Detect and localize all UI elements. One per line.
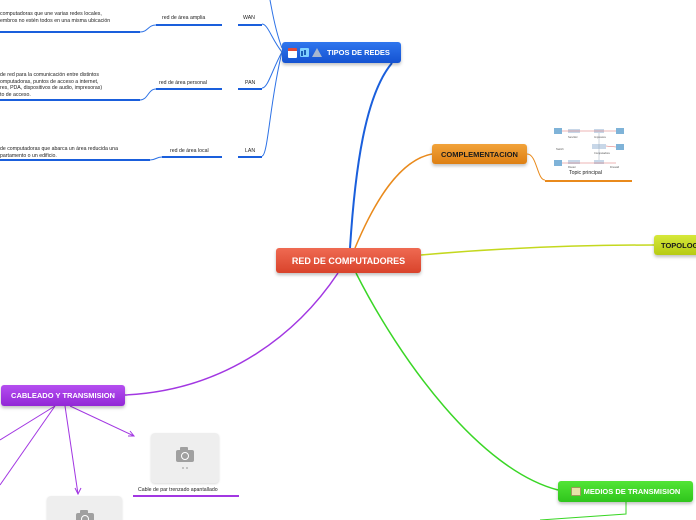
link-wan-desc xyxy=(139,24,157,33)
device-7 xyxy=(554,160,562,166)
pin-icon xyxy=(312,48,322,57)
topic-medios-de-transmision[interactable]: MEDIOS DE TRANSMISION xyxy=(558,481,693,502)
arrow-cable-child-4 xyxy=(128,430,136,437)
network-diagram-image[interactable]: Servidor Impresora Switch Computadora Ro… xyxy=(550,126,630,170)
image-placeholder-cable-2[interactable] xyxy=(47,496,122,520)
diagram-label-5: Firewall xyxy=(610,165,619,169)
link-cable-child-4 xyxy=(69,405,135,437)
camera-icon xyxy=(176,447,194,462)
topic-tipos-label: TIPOS DE REDES xyxy=(327,48,390,57)
link-cable-child-3 xyxy=(64,405,79,495)
camera-icon xyxy=(76,510,94,520)
device-8 xyxy=(568,160,580,164)
subtopic-pan[interactable]: PAN xyxy=(245,80,256,86)
device-6 xyxy=(616,144,624,150)
link-cableado xyxy=(124,272,339,396)
pager-dots xyxy=(182,467,184,469)
link-cable-child-2 xyxy=(0,405,56,486)
central-topic-label: RED DE COMPUTADORES xyxy=(291,255,406,266)
link-top-off xyxy=(269,0,283,49)
device-9 xyxy=(594,160,604,164)
image-placeholder-cable[interactable] xyxy=(151,433,219,483)
link-topologia xyxy=(420,244,655,256)
subtopic-pan-description[interactable]: de red para la comunicación entre distin… xyxy=(0,72,103,98)
device-1 xyxy=(554,128,562,134)
link-wan xyxy=(261,23,283,53)
topic-complementacion[interactable]: COMPLEMENTACION xyxy=(432,144,527,164)
diagram-label-1: Impresora xyxy=(594,135,606,139)
diagram-label-3: Computadora xyxy=(594,151,610,155)
diagram-label-2: Switch xyxy=(556,147,564,151)
topic-cableado-y-transmision[interactable]: CABLEADO Y TRANSMISION xyxy=(1,385,125,406)
subtopic-wan-description[interactable]: computadoras que une varias redes locale… xyxy=(0,11,111,24)
subtopic-lan-type[interactable]: red de área local xyxy=(170,148,209,154)
diagram-label-4: Router xyxy=(568,165,576,169)
topic-topologia-label: TOPOLOG xyxy=(661,240,696,250)
link-tipos xyxy=(349,62,393,249)
subtopic-lan-description[interactable]: de computadoras que abarca un área reduc… xyxy=(0,146,118,159)
link-cable-child-1 xyxy=(0,405,56,441)
topic-topologia[interactable]: TOPOLOG xyxy=(654,235,696,255)
link-medios xyxy=(355,272,559,491)
topic-complementacion-label: COMPLEMENTACION xyxy=(441,149,518,159)
topic-cableado-label: CABLEADO Y TRANSMISION xyxy=(11,391,115,400)
link-pan xyxy=(261,51,283,89)
link-topic-principal xyxy=(526,153,546,181)
folder-icon xyxy=(570,487,581,496)
wire-2 xyxy=(605,145,617,148)
calendar-icon xyxy=(288,47,297,58)
central-topic[interactable]: RED DE COMPUTADORES xyxy=(276,248,421,273)
subtopic-lan[interactable]: LAN xyxy=(245,148,256,154)
link-lan-desc xyxy=(149,156,163,161)
arrow-cable-child-3 xyxy=(74,487,82,496)
link-lan xyxy=(261,51,283,157)
diagram-label-0: Servidor xyxy=(568,135,578,139)
device-4 xyxy=(616,128,624,134)
topic-tipos-de-redes[interactable]: TIPOS DE REDES xyxy=(282,42,401,63)
link-complementacion xyxy=(354,153,433,249)
link-medios-child xyxy=(539,502,627,520)
link-pan-desc xyxy=(139,88,157,101)
subtopic-wan[interactable]: WAN xyxy=(243,15,255,21)
cable-caption[interactable]: Cable de par trenzado apantallado xyxy=(138,487,218,493)
topic-medios-label: MEDIOS DE TRANSMISION xyxy=(583,487,681,496)
chart-icon xyxy=(300,48,309,57)
subtopic-wan-type[interactable]: red de área amplia xyxy=(162,15,206,21)
subtopic-pan-type[interactable]: red de área personal xyxy=(159,80,207,86)
topic-principal-caption[interactable]: Topic principal xyxy=(569,170,602,176)
